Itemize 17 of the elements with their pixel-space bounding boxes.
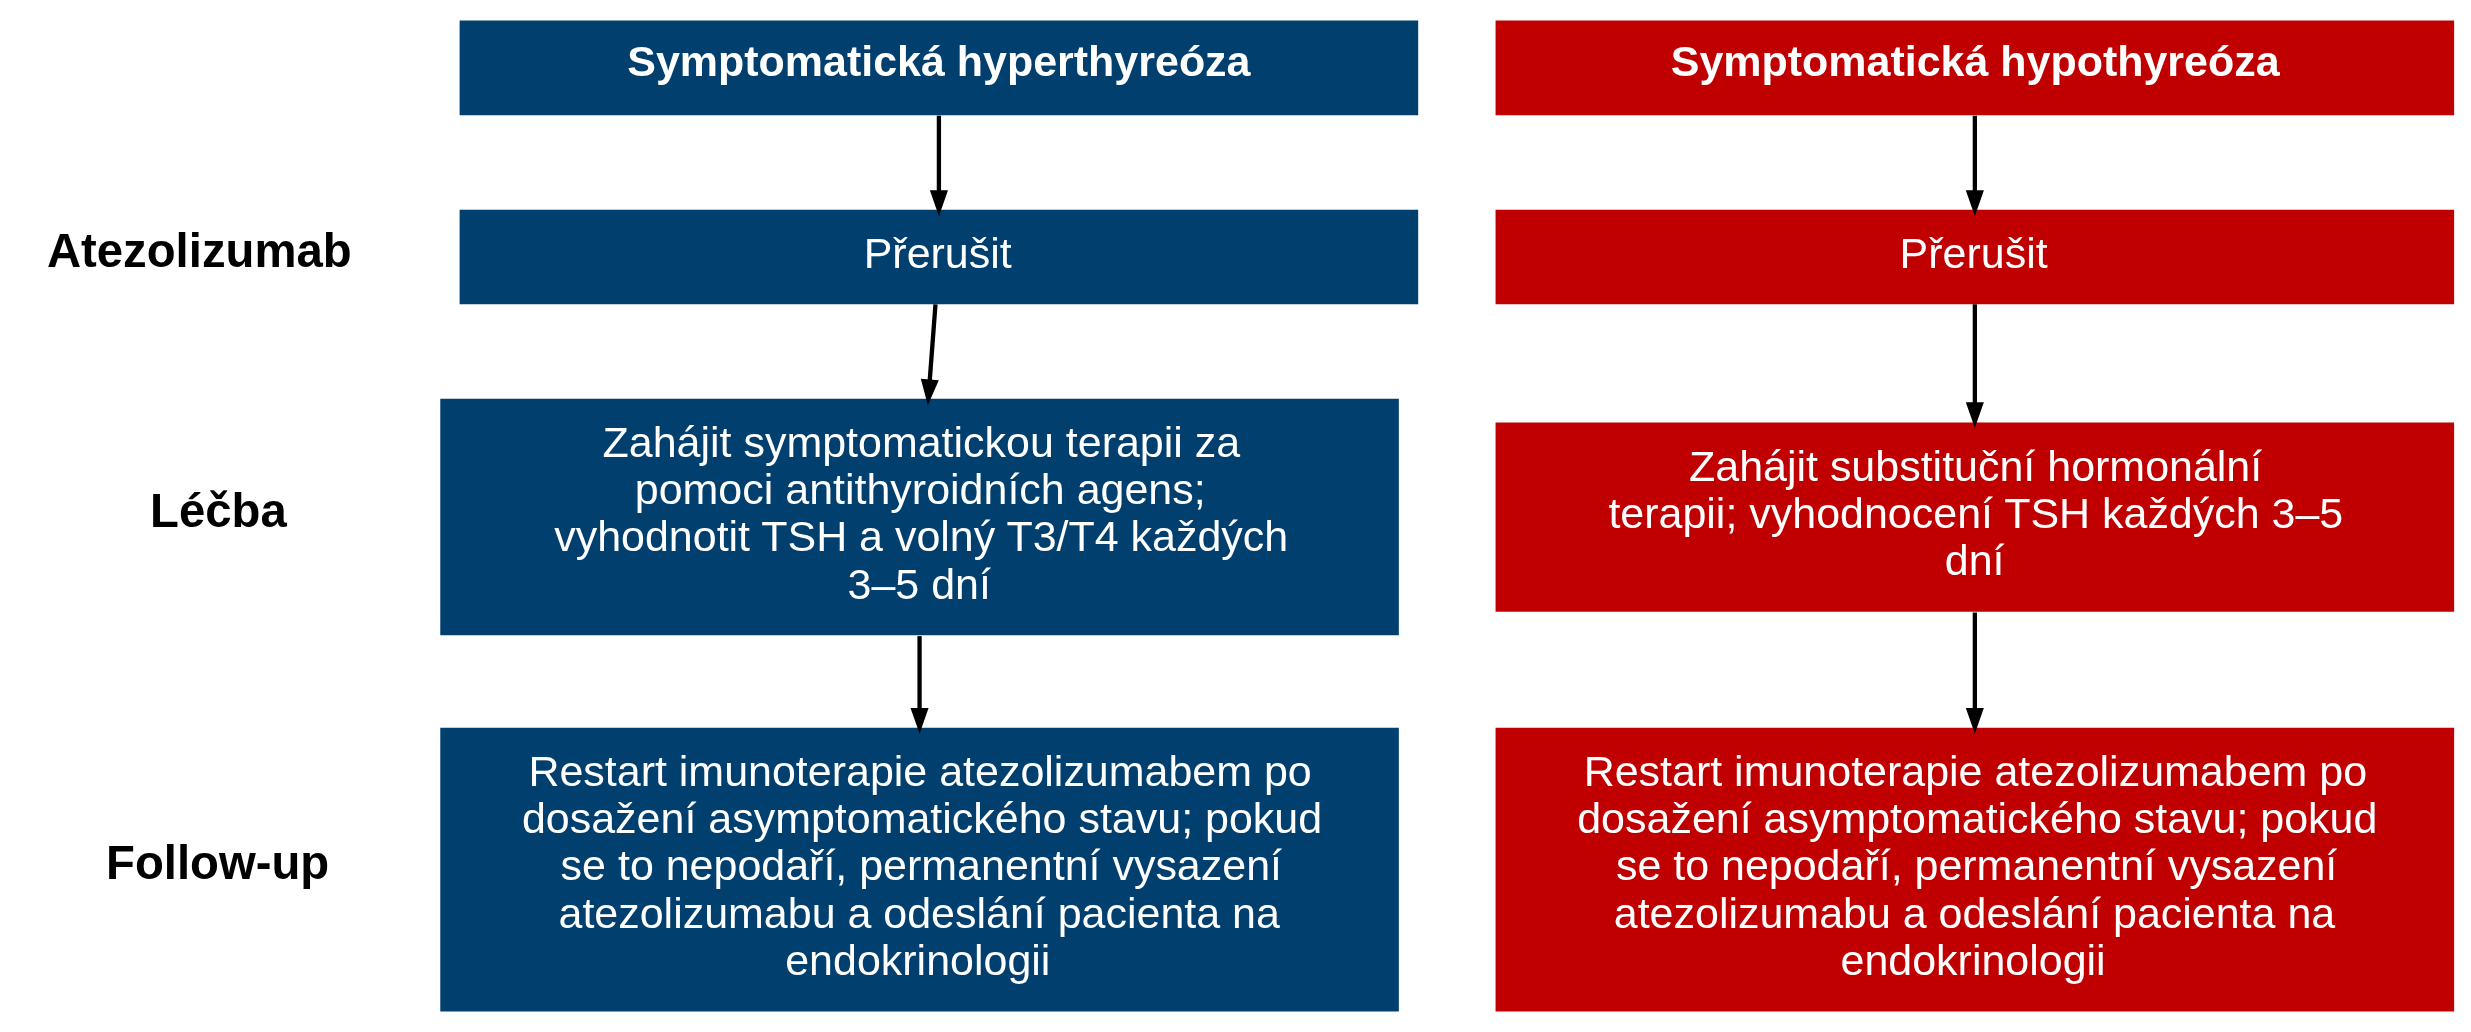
arrow (910, 636, 929, 734)
label: Léčba (150, 483, 287, 537)
node-box: Přerušit (1495, 209, 2455, 305)
label: Follow-up (106, 836, 330, 890)
arrow (929, 115, 948, 217)
label: Atezolizumab (46, 223, 352, 277)
node-box: Symptomatická hyperthyreóza (459, 20, 1419, 116)
node-box: Restart imunoterapie atezolizumabem po dosažení asymptomatického stavu; pokud se to nepodaří, permanentní vysazení atezolizumabu a odeslání pacienta na endokrinologii (440, 727, 1399, 1012)
arrow (1965, 304, 1984, 429)
arrow (1965, 612, 1984, 734)
node-box: Symptomatická hypothyreóza (1495, 20, 2455, 116)
node-box: Zahájit symptomatickou terapii za pomoci antithyroidních agens; vyhodnotit TSH a volný T3/T4 každých 3–5 dní (440, 398, 1399, 636)
arrow (1965, 115, 1984, 217)
node-box: Přerušit (459, 209, 1419, 305)
arrow (920, 304, 939, 406)
node-box: Restart imunoterapie atezolizumabem po dosažení asymptomatického stavu; pokud se to nepodaří, permanentní vysazení atezolizumabu a odeslání pacienta na endokrinologii (1495, 727, 2455, 1012)
node-box: Zahájit substituční hormonální terapii; vyhodnocení TSH každých 3–5 dní (1495, 422, 2455, 612)
